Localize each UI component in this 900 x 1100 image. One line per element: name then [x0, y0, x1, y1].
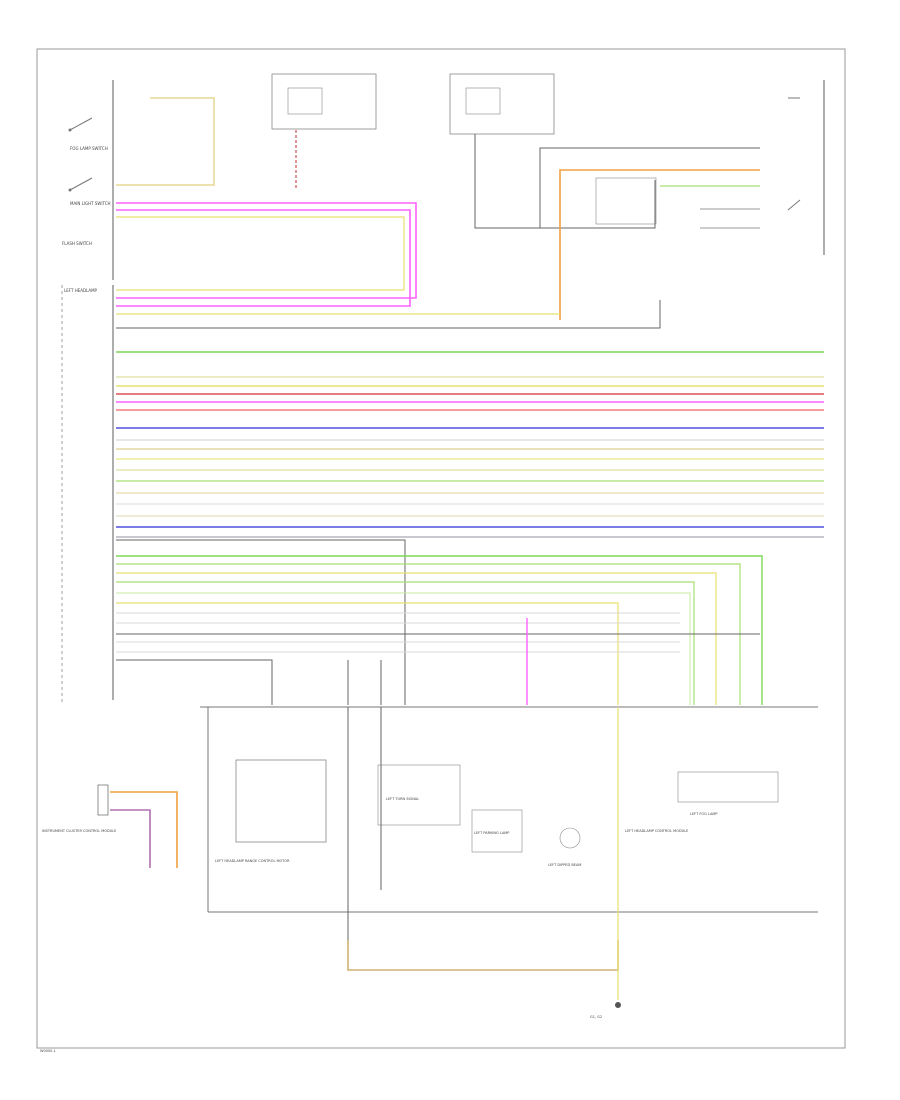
harness-bundle-1: [116, 351, 824, 411]
hazard-switch-group: [787, 80, 825, 255]
parking-lamp-bulb: [471, 809, 523, 853]
diagram-frame: [36, 48, 846, 1049]
main-label: LEFT HEADLAMP: [64, 288, 98, 293]
instrument-cluster-label: INSTRUMENT CLUSTER CONTROL MODULE: [42, 829, 116, 833]
wire-tan-bottom: [347, 940, 619, 971]
wire-pink-2: [116, 209, 411, 307]
switch-label-2: MAIN LIGHT SWITCH: [70, 201, 111, 206]
wire-dark-fuse2: [474, 134, 656, 229]
wire-tan-top: [116, 97, 215, 186]
headlamp-range-label: LEFT HEADLAMP RANGE CONTROL MOTOR: [215, 859, 290, 863]
ground-point: [615, 1002, 621, 1008]
turn-signal-label: LEFT TURN SIGNAL: [386, 797, 419, 801]
page-code: W0000-1: [40, 1049, 56, 1053]
downward-wires: [116, 539, 763, 705]
switch-label-3: FLASH SWITCH: [62, 241, 92, 246]
wire-violet-cluster: [110, 809, 151, 868]
warning-module: [595, 177, 657, 225]
wire-orange: [559, 169, 760, 320]
wire-orange-cluster: [110, 791, 178, 868]
fuse-box-2: [449, 73, 555, 135]
fog-lamp-label: LEFT FOG LAMP: [690, 812, 718, 816]
fuse-2: [465, 87, 501, 115]
wire-dark-grey-run: [116, 300, 661, 329]
fog-lamp-box: [677, 771, 779, 803]
dipped-beam-label: LEFT DIPPED BEAM: [548, 863, 581, 867]
instrument-cluster-connector: [97, 784, 109, 816]
wire-dark-right-top: [539, 147, 760, 228]
dipped-beam-symbol: [559, 827, 581, 849]
light-switch-group: FOG LAMP SWITCH MAIN LIGHT SWITCH FLASH …: [62, 80, 114, 280]
fuse-1: [287, 87, 323, 115]
wire-pink-1: [116, 202, 417, 299]
parking-lamp-label: LEFT PARKING LAMP: [474, 831, 509, 835]
harness-bundle-2: [116, 427, 824, 538]
fuse-box-1: [271, 73, 377, 130]
control-module-label: LEFT HEADLAMP CONTROL MODULE: [625, 829, 688, 833]
wire-yellow-loop: [116, 216, 405, 291]
switch-label-1: FOG LAMP SWITCH: [70, 146, 108, 151]
turn-signal-bulb: [377, 764, 461, 826]
ground-label: G1, G2: [590, 1015, 602, 1019]
headlamp-range-motor: [235, 759, 327, 843]
